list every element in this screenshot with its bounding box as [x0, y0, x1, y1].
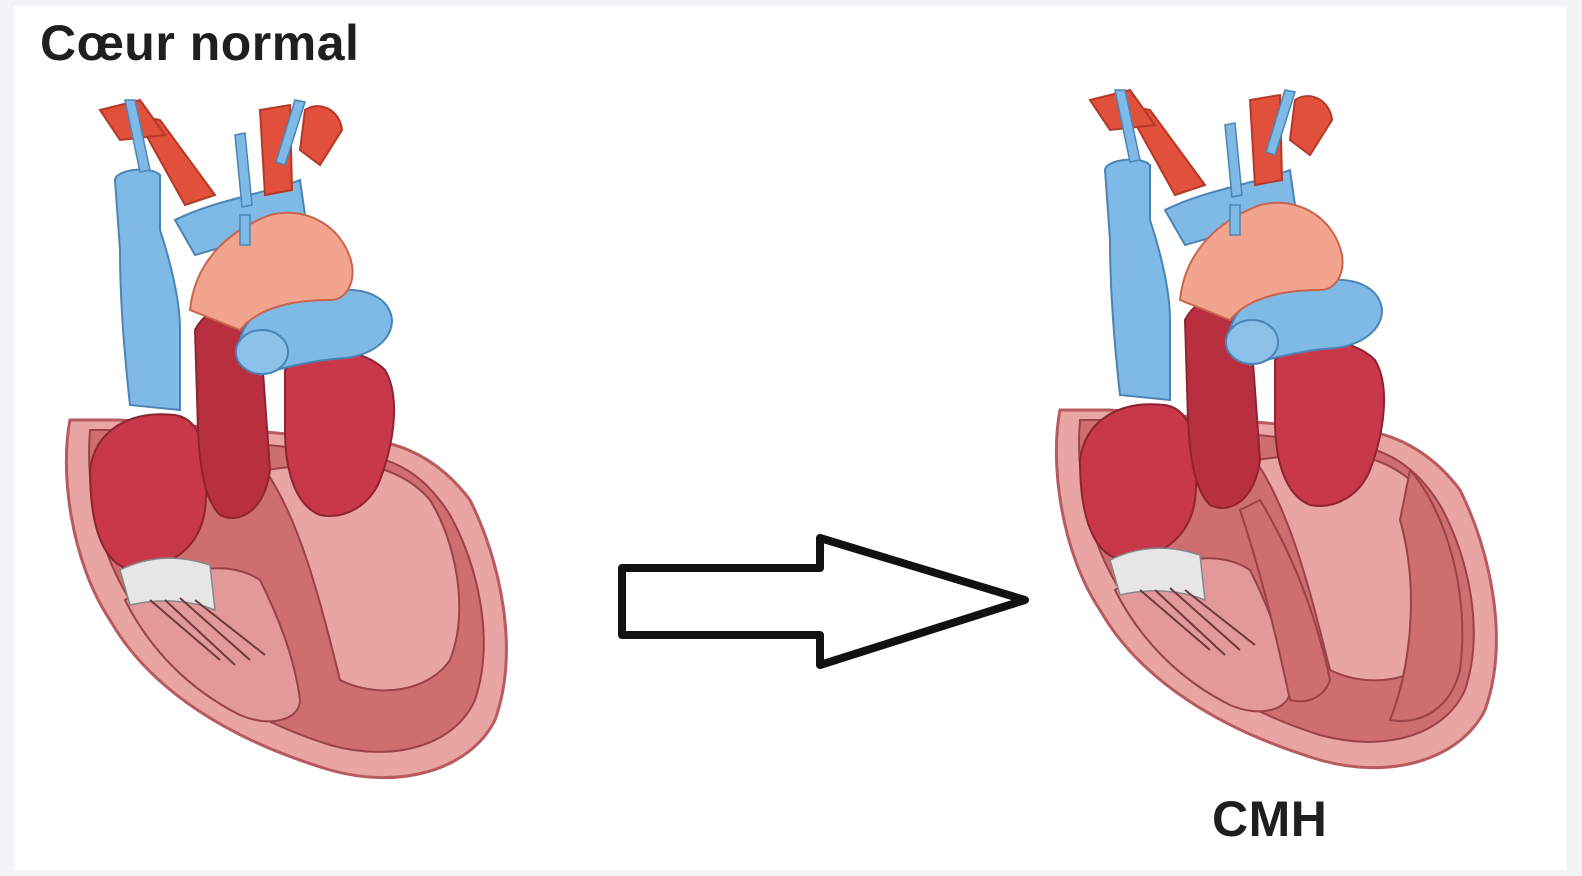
normal-heart-illustration	[66, 100, 506, 778]
right-arrow-outline-icon	[622, 538, 1025, 665]
cmh-heart-illustration	[1056, 90, 1496, 768]
